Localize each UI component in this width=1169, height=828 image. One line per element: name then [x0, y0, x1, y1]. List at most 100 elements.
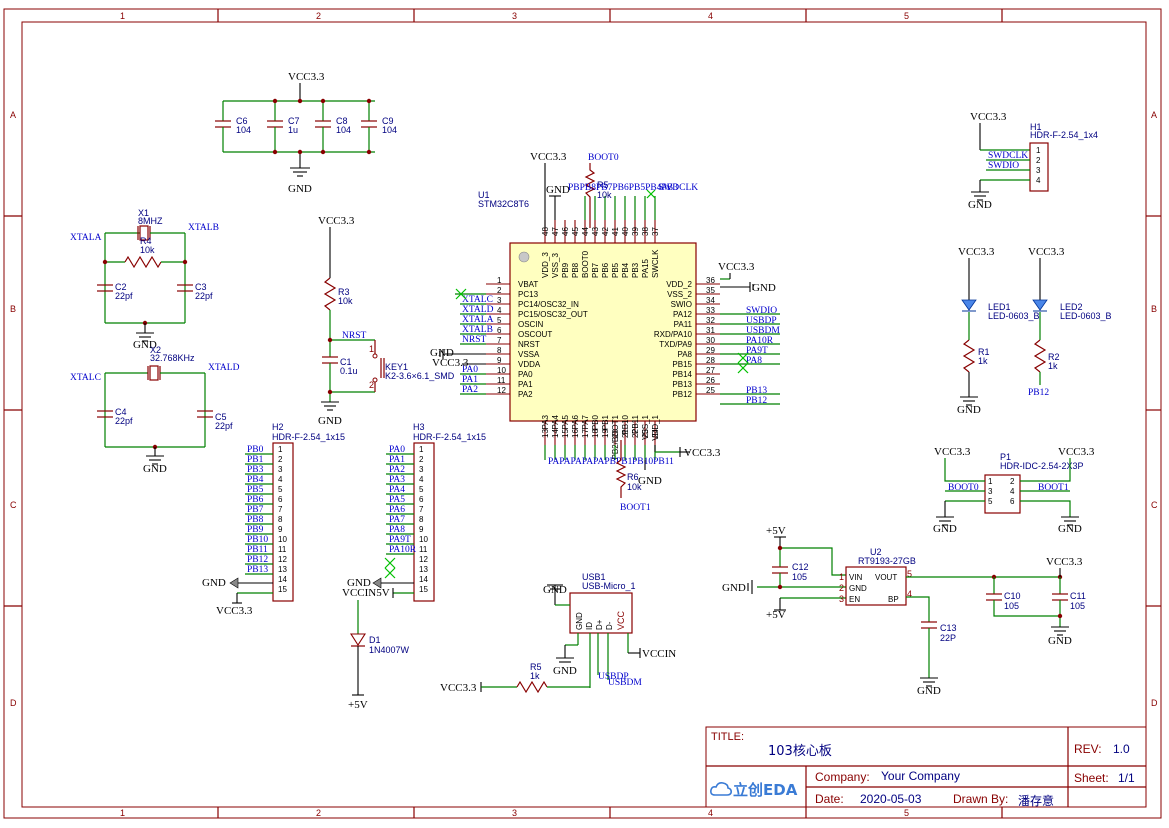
mcu-pin-name: PB10	[621, 414, 630, 434]
drawn-by-value: 潘存意	[1018, 794, 1055, 808]
mcu-pin-num: 32	[706, 316, 715, 325]
frame-row-label: B	[1151, 304, 1157, 314]
vccin-label-usb: VCCIN	[642, 648, 676, 660]
mcu-pin-name: PB12	[672, 390, 692, 399]
c5-value: 22pf	[215, 421, 233, 431]
mcu-left-net: XTALA	[462, 315, 494, 325]
c12-value: 105	[792, 572, 807, 582]
h3-pin-num: 11	[419, 545, 428, 554]
title-block	[705, 726, 1147, 808]
h3-net: PA9T	[389, 535, 411, 545]
frame-row-label: D	[1151, 698, 1158, 708]
mcu-pin-num: 25	[706, 386, 715, 395]
mcu-pin-name: PA1	[518, 380, 533, 389]
u2-value: RT9193-27GB	[858, 556, 916, 566]
mcu-pin-num: 19	[601, 429, 610, 438]
u1-ref: U1	[478, 190, 490, 200]
mcu-pin-name: PB5	[611, 262, 620, 278]
h2-pin-num: 11	[278, 545, 287, 554]
r3-ref: R3	[338, 287, 350, 297]
h1-value: HDR-F-2.54_1x4	[1030, 130, 1098, 140]
mcu-pin-num: 6	[497, 326, 502, 335]
x2-value: 32.768KHz	[150, 353, 195, 363]
svg-text:1: 1	[839, 572, 844, 582]
c1-value: 0.1u	[340, 366, 358, 376]
mcu-pin-num: 31	[706, 326, 715, 335]
gnd-label: GND	[288, 183, 312, 195]
date-value: 2020-05-03	[860, 792, 922, 806]
mcu-pin-name: PA12	[673, 310, 693, 319]
cap-value: 104	[382, 125, 397, 135]
mcu-pin-name: OSCIN	[518, 320, 544, 329]
c10-value: 105	[1004, 601, 1019, 611]
h3-net: PA0	[389, 445, 405, 455]
gnd-symbol	[290, 167, 310, 177]
net-xtald: XTALD	[208, 363, 240, 373]
mcu-right-net: USBDP	[746, 316, 777, 326]
mcu-pin-num: 45	[571, 227, 580, 236]
h2-pin-num: 8	[278, 515, 283, 524]
led2-value: LED-0603_B	[1060, 311, 1112, 321]
h3-pin-num: 3	[419, 465, 424, 474]
r4-ref: R4	[140, 236, 152, 246]
c12-ref: C12	[792, 562, 809, 572]
frame-col-label: 4	[708, 11, 713, 21]
mcu-pin-num: 20	[611, 429, 620, 438]
net-bottom-right: PB10PB11	[632, 457, 674, 467]
gnd-label-ldo: GND	[722, 582, 746, 594]
c2-value: 22pf	[115, 291, 133, 301]
vcc-label-mcu-right: VCC3.3	[718, 261, 755, 273]
cap-value: 104	[336, 125, 351, 135]
h1-body	[1029, 142, 1049, 192]
cap-ref: C6	[236, 116, 248, 126]
mcu-pin-num: 3	[497, 296, 502, 305]
frame-col-label: 1	[120, 808, 125, 818]
p1-body	[984, 474, 1021, 514]
h3-pin-num: 7	[419, 505, 424, 514]
frame-col-label: 3	[512, 11, 517, 21]
mcu-pin-name: VSS_3	[551, 253, 560, 278]
mcu-pin-num: 48	[541, 227, 550, 236]
p1-pin-num: 1	[988, 477, 993, 486]
h3-pin-num: 14	[419, 575, 428, 584]
h2-net: PB10	[247, 535, 268, 545]
h3-pin-num: 10	[419, 535, 428, 544]
mcu-pin-num: 29	[706, 346, 715, 355]
mcu-pin-num: 40	[621, 227, 630, 236]
sheet-label: Sheet:	[1074, 771, 1109, 785]
date-label: Date:	[815, 792, 844, 806]
frame-row-label: A	[1151, 110, 1157, 120]
gnd-arrow-icon	[372, 577, 382, 589]
vcc-label-usb: VCC3.3	[440, 682, 477, 694]
mcu-pin-num: 30	[706, 336, 715, 345]
mcu-pin-name: PA0	[518, 370, 533, 379]
c2-ref: C2	[115, 282, 127, 292]
mcu-pin-name: RXD/PA10	[654, 330, 693, 339]
h3-net: PA3	[389, 475, 405, 485]
gnd-label-h3: GND	[347, 577, 371, 589]
mcu-left-net: XTALC	[462, 295, 493, 305]
mcu-pin-name: PA8	[677, 350, 692, 359]
cap-value: 1u	[288, 125, 298, 135]
frame-col-label: 1	[120, 11, 125, 21]
mcu-pin-num: 15	[561, 429, 570, 438]
h1-ref: H1	[1030, 122, 1042, 132]
svg-text:VCC: VCC	[616, 610, 626, 630]
mcu-pin-name: VSSA	[518, 350, 540, 359]
cap-ref: C9	[382, 116, 394, 126]
svg-text:ID: ID	[585, 622, 594, 630]
net-swclk: SWDCLK	[658, 183, 698, 193]
mcu-pin-name: PB11	[631, 414, 640, 434]
led2-icon	[1032, 299, 1048, 311]
c13-value: 22P	[940, 633, 956, 643]
x1-ref: X1	[138, 208, 149, 218]
mcu-pin-num: 36	[706, 276, 715, 285]
c11-value: 105	[1070, 601, 1085, 611]
mcu-pin-num: 21	[621, 429, 630, 438]
gnd-label-led1: GND	[957, 404, 981, 416]
h3-body	[413, 442, 435, 602]
mcu-pin-num: 7	[497, 336, 502, 345]
